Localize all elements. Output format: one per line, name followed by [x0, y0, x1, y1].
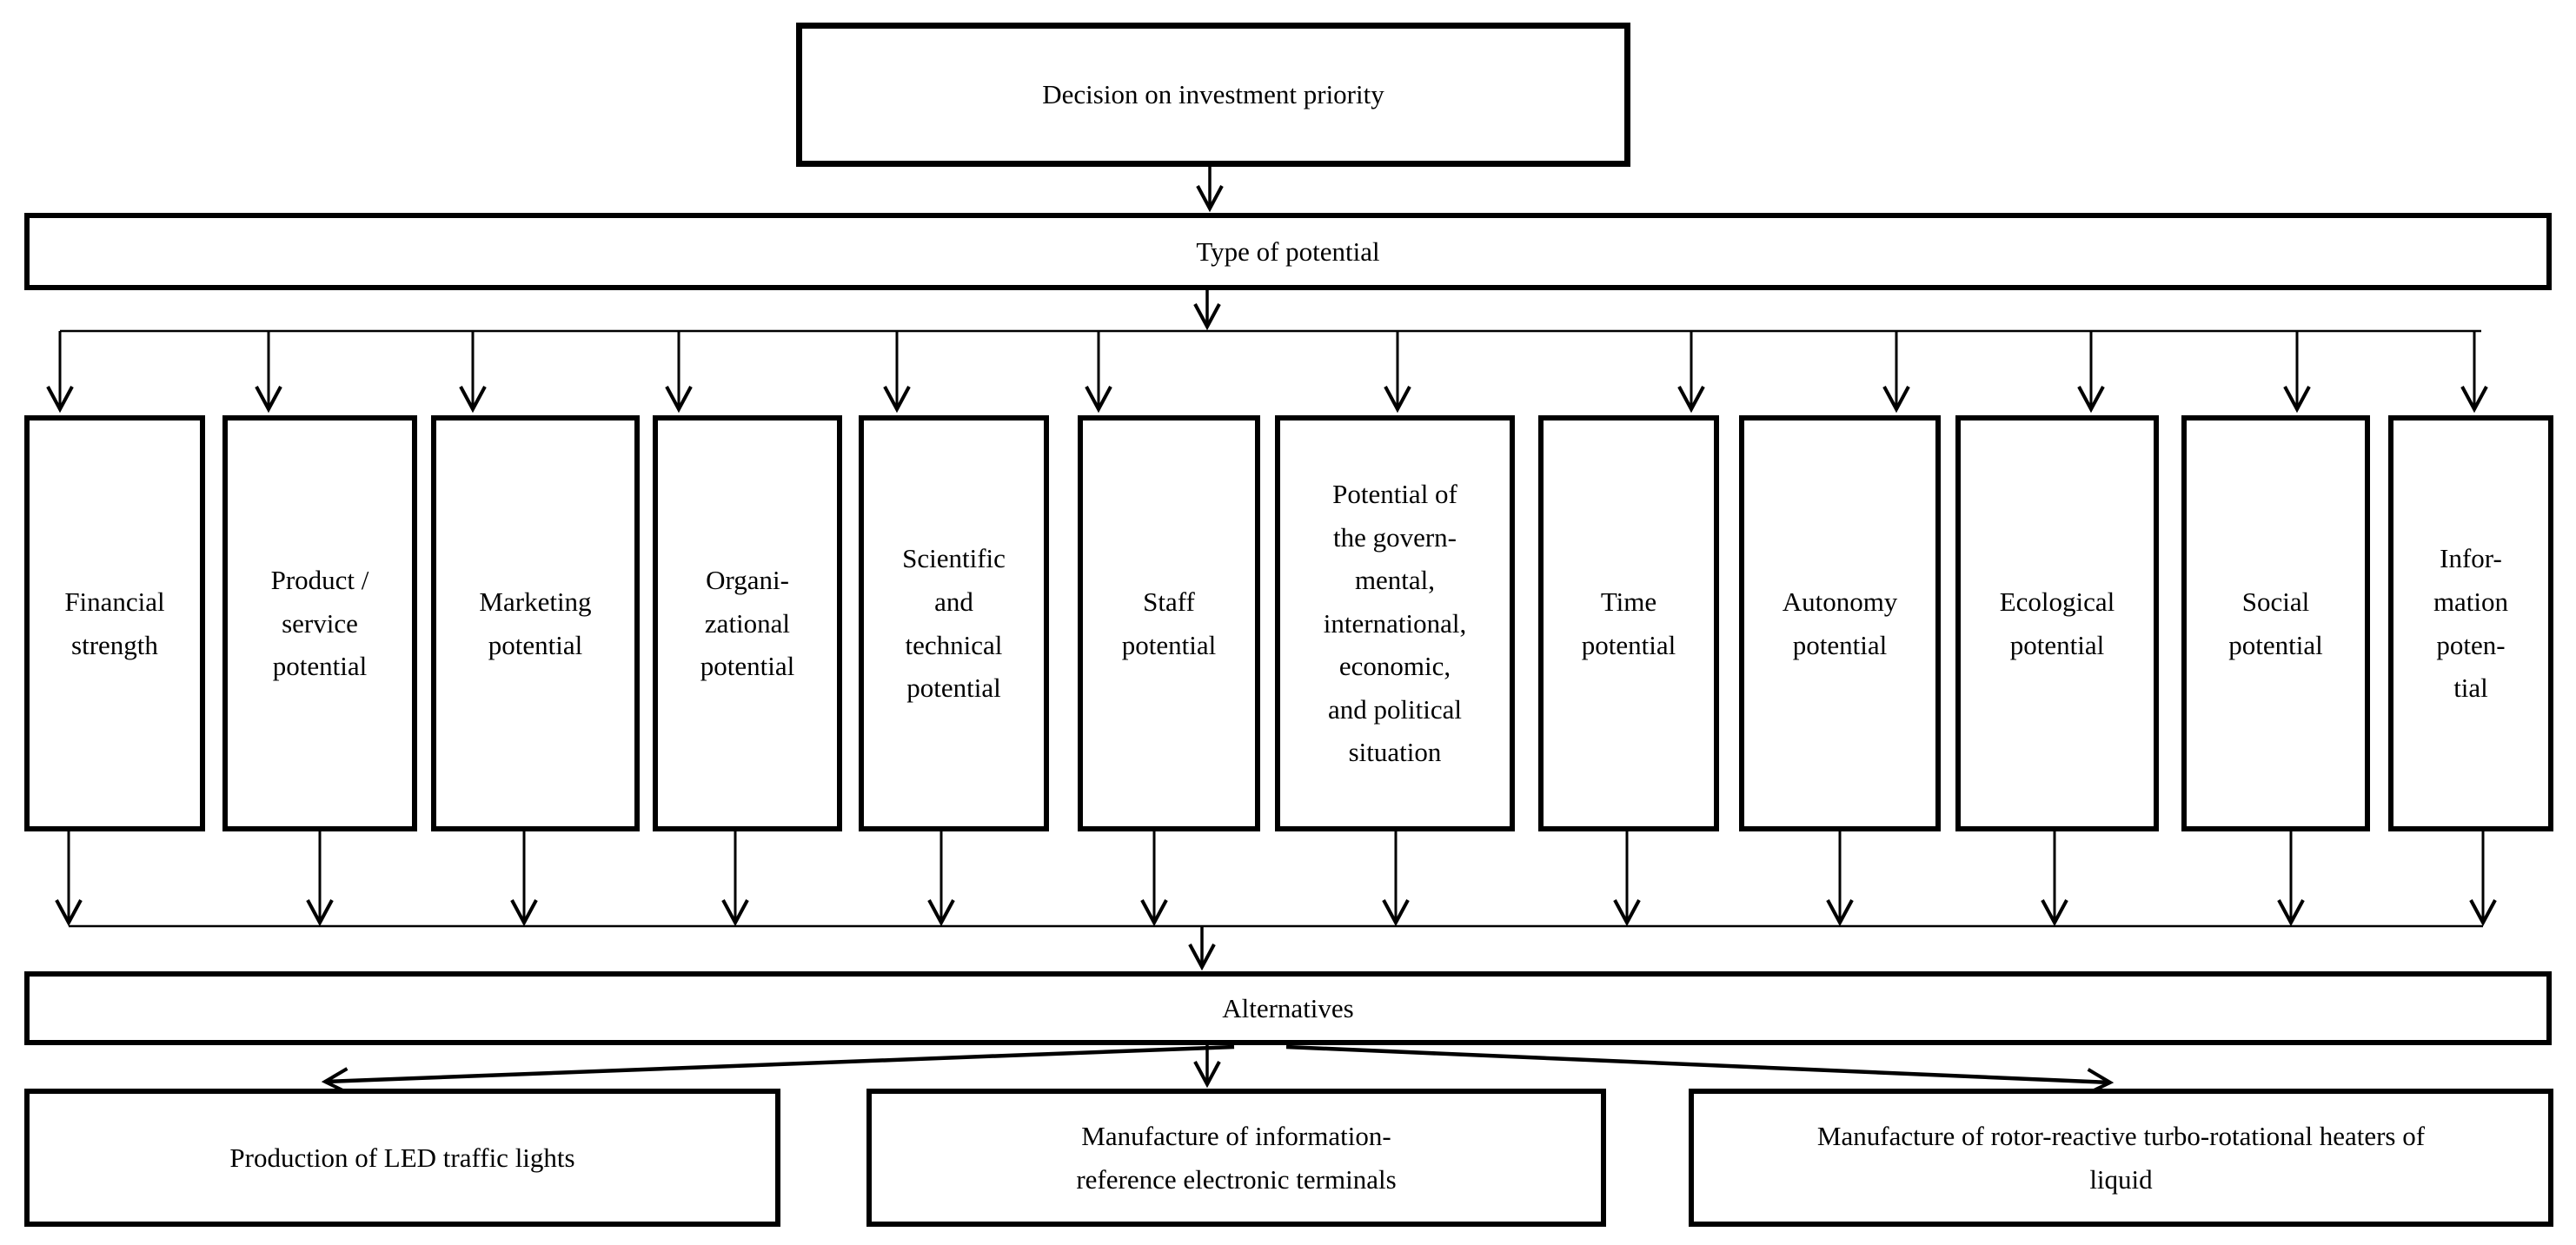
- node-time-label: Time potential: [1581, 586, 1676, 660]
- node-organizational-label: Organi- zational potential: [700, 565, 795, 682]
- node-product-service-label: Product / service potential: [270, 565, 369, 682]
- node-marketing-label: Marketing potential: [479, 586, 592, 660]
- node-turbo-heaters: Manufacture of rotor-reactive turbo-rota…: [1689, 1089, 2553, 1227]
- node-autonomy: Autonomy potential: [1739, 415, 1941, 831]
- node-financial-strength: Financial strength: [24, 415, 205, 831]
- node-governmental-situation: Potential of the govern- mental, interna…: [1275, 415, 1515, 831]
- node-time: Time potential: [1538, 415, 1719, 831]
- node-marketing: Marketing potential: [431, 415, 640, 831]
- node-decision-label: Decision on investment priority: [1042, 79, 1384, 110]
- node-organizational: Organi- zational potential: [653, 415, 842, 831]
- node-decision: Decision on investment priority: [796, 23, 1630, 167]
- node-ecological: Ecological potential: [1955, 415, 2159, 831]
- arrow-alternatives-to-led-traffic-lights: [321, 1044, 1235, 1095]
- node-governmental-situation-label: Potential of the govern- mental, interna…: [1323, 478, 1467, 768]
- node-social-label: Social potential: [2228, 586, 2323, 660]
- node-information-label: Infor- mation poten- tial: [2433, 543, 2509, 704]
- node-financial-strength-label: Financial strength: [64, 586, 165, 660]
- node-social: Social potential: [2181, 415, 2370, 831]
- node-alternatives: Alternatives: [24, 971, 2552, 1045]
- node-led-traffic-lights: Production of LED traffic lights: [24, 1089, 780, 1227]
- arrow-alternatives-to-turbo-heaters: [1285, 1044, 2115, 1096]
- node-scientific-technical-label: Scientific and technical potential: [902, 543, 1006, 704]
- node-electronic-terminals-label: Manufacture of information- reference el…: [1076, 1120, 1397, 1195]
- node-led-traffic-lights-label: Production of LED traffic lights: [229, 1142, 575, 1173]
- node-information: Infor- mation poten- tial: [2388, 415, 2553, 831]
- node-electronic-terminals: Manufacture of information- reference el…: [866, 1089, 1606, 1227]
- node-type-of-potential-label: Type of potential: [1196, 235, 1380, 267]
- node-turbo-heaters-label: Manufacture of rotor-reactive turbo-rota…: [1816, 1120, 2426, 1195]
- node-product-service: Product / service potential: [222, 415, 417, 831]
- node-ecological-label: Ecological potential: [1999, 586, 2115, 660]
- node-staff: Staff potential: [1078, 415, 1260, 831]
- node-autonomy-label: Autonomy potential: [1782, 586, 1898, 660]
- node-type-of-potential: Type of potential: [24, 213, 2552, 290]
- node-staff-label: Staff potential: [1121, 586, 1217, 660]
- node-scientific-technical: Scientific and technical potential: [859, 415, 1049, 831]
- node-alternatives-label: Alternatives: [1222, 992, 1354, 1023]
